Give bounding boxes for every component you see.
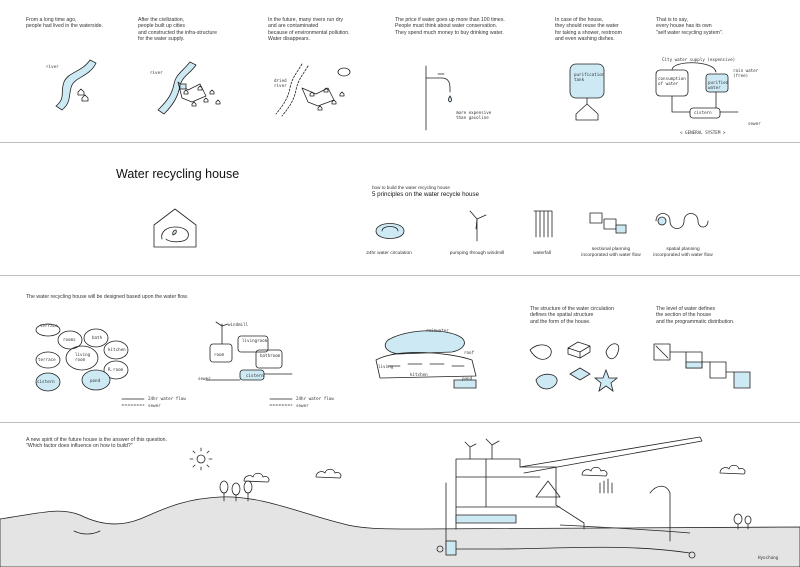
purified-note: purified water	[708, 80, 729, 90]
principle-4-label: sectional planning incorporated with wat…	[581, 247, 641, 258]
house-3d-sketch	[375, 330, 477, 389]
bubble-pond: pond	[90, 378, 101, 383]
d2-bathroom: bathroom	[260, 353, 281, 358]
future-band: A new spirit of the future house is the …	[0, 422, 800, 567]
bubble-kitchen: kitchen	[108, 347, 126, 352]
history-caption-1: From a long time ago, people had lived i…	[26, 17, 103, 30]
bubble-cistern: cistern	[37, 379, 55, 384]
bubble-diagram	[35, 323, 129, 392]
design-intro: The water recycling house will be design…	[26, 294, 189, 300]
legend-flow-2: 24hr water flow	[296, 396, 334, 401]
bubble-living: living room	[75, 352, 91, 362]
sewer-note: sewer	[748, 121, 761, 126]
legend-sewer-1: sewer	[148, 403, 161, 408]
river-huts-sketch	[55, 59, 97, 111]
purification-tank-sketch	[569, 63, 605, 121]
city-supply-note: City water supply (expensive)	[662, 57, 736, 62]
d2-cistern: cistern	[246, 373, 264, 378]
future-question: A new spirit of the future house is the …	[26, 437, 168, 450]
history-caption-6: That is to say, every house has its own …	[656, 17, 724, 36]
history-caption-5: In case of the house, they should reuse …	[555, 17, 622, 42]
waterfall-icon	[533, 210, 553, 238]
structure-forms-sketch	[529, 341, 620, 392]
principle-5-label: spatial planning incorporated with water…	[653, 247, 713, 258]
principles-title: 5 principles on the water recycle house	[372, 191, 479, 198]
history-caption-3: In the future, many rivers run dry and a…	[268, 17, 350, 42]
river-note-1: river	[46, 64, 59, 69]
legend-sewer-2: sewer	[296, 403, 309, 408]
sectional-icon	[589, 212, 627, 234]
bubble-rooms: rooms	[63, 337, 76, 342]
bubble-terrace-1: terrace	[40, 323, 58, 328]
expensive-note: more expensive than gasoline	[456, 110, 492, 120]
general-system-sketch	[655, 62, 739, 119]
circulation-icon	[375, 223, 405, 239]
windmill-icon	[469, 210, 487, 242]
principle-1-label: 24hr water circulation	[366, 251, 412, 256]
river-note-2: river	[150, 70, 163, 75]
purification-note: purification tank	[574, 72, 605, 82]
principle-2-label: pumping through windmill	[449, 251, 505, 256]
history-caption-4: The price if water goes up more than 100…	[395, 17, 505, 36]
cistern-note: cistern	[694, 110, 712, 115]
legend-lines-2	[269, 398, 293, 406]
d2-livingroom: livingroom	[242, 338, 268, 343]
history-band: From a long time ago, people had lived i…	[0, 0, 800, 142]
spatial-icon	[655, 213, 709, 229]
d3-rainwater: rainwater	[426, 328, 449, 333]
how-to-text: how to build the water recycling house	[372, 185, 450, 190]
d3-roof: roof	[464, 350, 475, 355]
concept-band: Water recycling house how to build the w…	[0, 142, 800, 276]
general-system-label: < GENERAL SYSTEM >	[680, 130, 726, 135]
d3-kitchen: kitchen	[410, 372, 428, 377]
legend-flow-1: 24hr water flow	[148, 396, 186, 401]
faucet-sketch	[425, 65, 452, 131]
house-icon	[153, 208, 197, 248]
d2-sewer: sewer	[198, 376, 211, 381]
d3-pond: pond	[462, 376, 473, 381]
rainwater-note: rain water (free)	[733, 68, 759, 78]
consumption-note: consumption of water	[658, 76, 686, 86]
level-text: The level of water defines the section o…	[656, 306, 735, 325]
structure-text: The structure of the water circulation d…	[530, 306, 614, 325]
river-city-sketch	[157, 61, 221, 115]
design-band: The water recycling house will be design…	[0, 276, 800, 422]
level-section-sketch	[653, 343, 751, 389]
history-caption-2: After the civilization, people built up …	[138, 17, 218, 42]
signature: Hyochang	[758, 555, 779, 560]
principle-3-label: waterfall	[533, 251, 551, 256]
bubble-rroom: R.room	[108, 367, 124, 372]
bubble-terrace-2: terrace	[38, 357, 56, 362]
d3-living: living	[378, 364, 394, 369]
landscape-section	[0, 436, 800, 567]
d2-windmill: windmill	[228, 322, 249, 327]
water-flow-diagram	[205, 321, 293, 381]
concept-title: Water recycling house	[116, 167, 240, 181]
dried-river-sketch	[275, 63, 351, 117]
dried-river-note: dried river	[274, 78, 287, 88]
legend-lines-1	[121, 398, 145, 406]
d2-room: room	[214, 352, 225, 357]
bubble-bath: bath	[92, 335, 103, 340]
